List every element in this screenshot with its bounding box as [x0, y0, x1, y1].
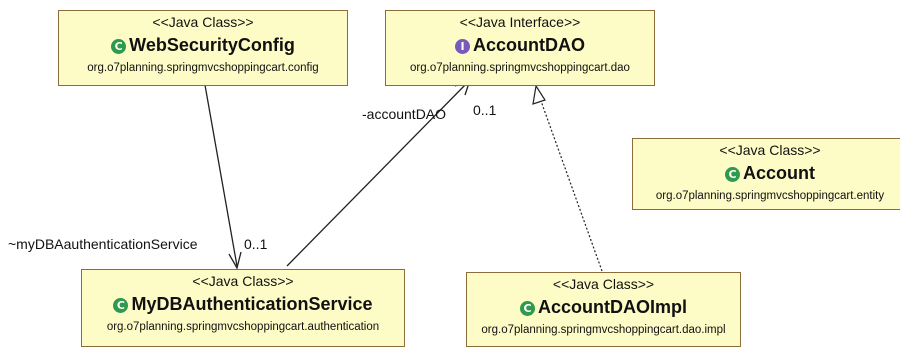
class-name: Account: [743, 163, 815, 183]
relationship-lines: [204, 78, 603, 272]
package-label: org.o7planning.springmvcshoppingcart.con…: [87, 62, 319, 74]
auth-service-role-label: ~myDBAauthenticationService: [8, 236, 198, 252]
realization-arrowhead: [532, 84, 546, 105]
account-dao-multiplicity-label: 0..1: [473, 102, 497, 118]
class-icon: C: [111, 39, 127, 54]
auth-service-association-line: [204, 84, 238, 267]
stereotype-label: <<Java Interface>>: [459, 14, 581, 30]
class-icon: C: [113, 298, 129, 313]
class-icon: C: [725, 167, 740, 182]
interface-icon: I: [455, 39, 470, 54]
class-icon: C: [519, 301, 535, 316]
account-dao-role-label: -accountDAO: [362, 106, 447, 122]
class-name: AccountDAOImpl: [537, 297, 687, 317]
auth-service-multiplicity-label: 0..1: [244, 236, 268, 252]
class-name: MyDBAuthenticationService: [131, 294, 373, 314]
package-label: org.o7planning.springmvcshoppingcart.dao: [410, 62, 630, 74]
stereotype-label: <<Java Class>>: [552, 276, 655, 292]
stereotype-label: <<Java Class>>: [152, 14, 254, 30]
class-name: WebSecurityConfig: [129, 35, 295, 55]
stereotype-label: <<Java Class>>: [719, 142, 821, 158]
interface-name: AccountDAO: [473, 35, 585, 55]
stereotype-label: <<Java Class>>: [192, 273, 294, 289]
auth-service-arrowhead: [228, 251, 242, 270]
package-label: org.o7planning.springmvcshoppingcart.ent…: [655, 190, 885, 202]
package-label: org.o7planning.springmvcshoppingcart.aut…: [106, 321, 380, 333]
account-dao-association-line: [286, 81, 469, 267]
package-label: org.o7planning.springmvcshoppingcart.dao…: [481, 324, 726, 336]
realization-line: [540, 100, 603, 272]
